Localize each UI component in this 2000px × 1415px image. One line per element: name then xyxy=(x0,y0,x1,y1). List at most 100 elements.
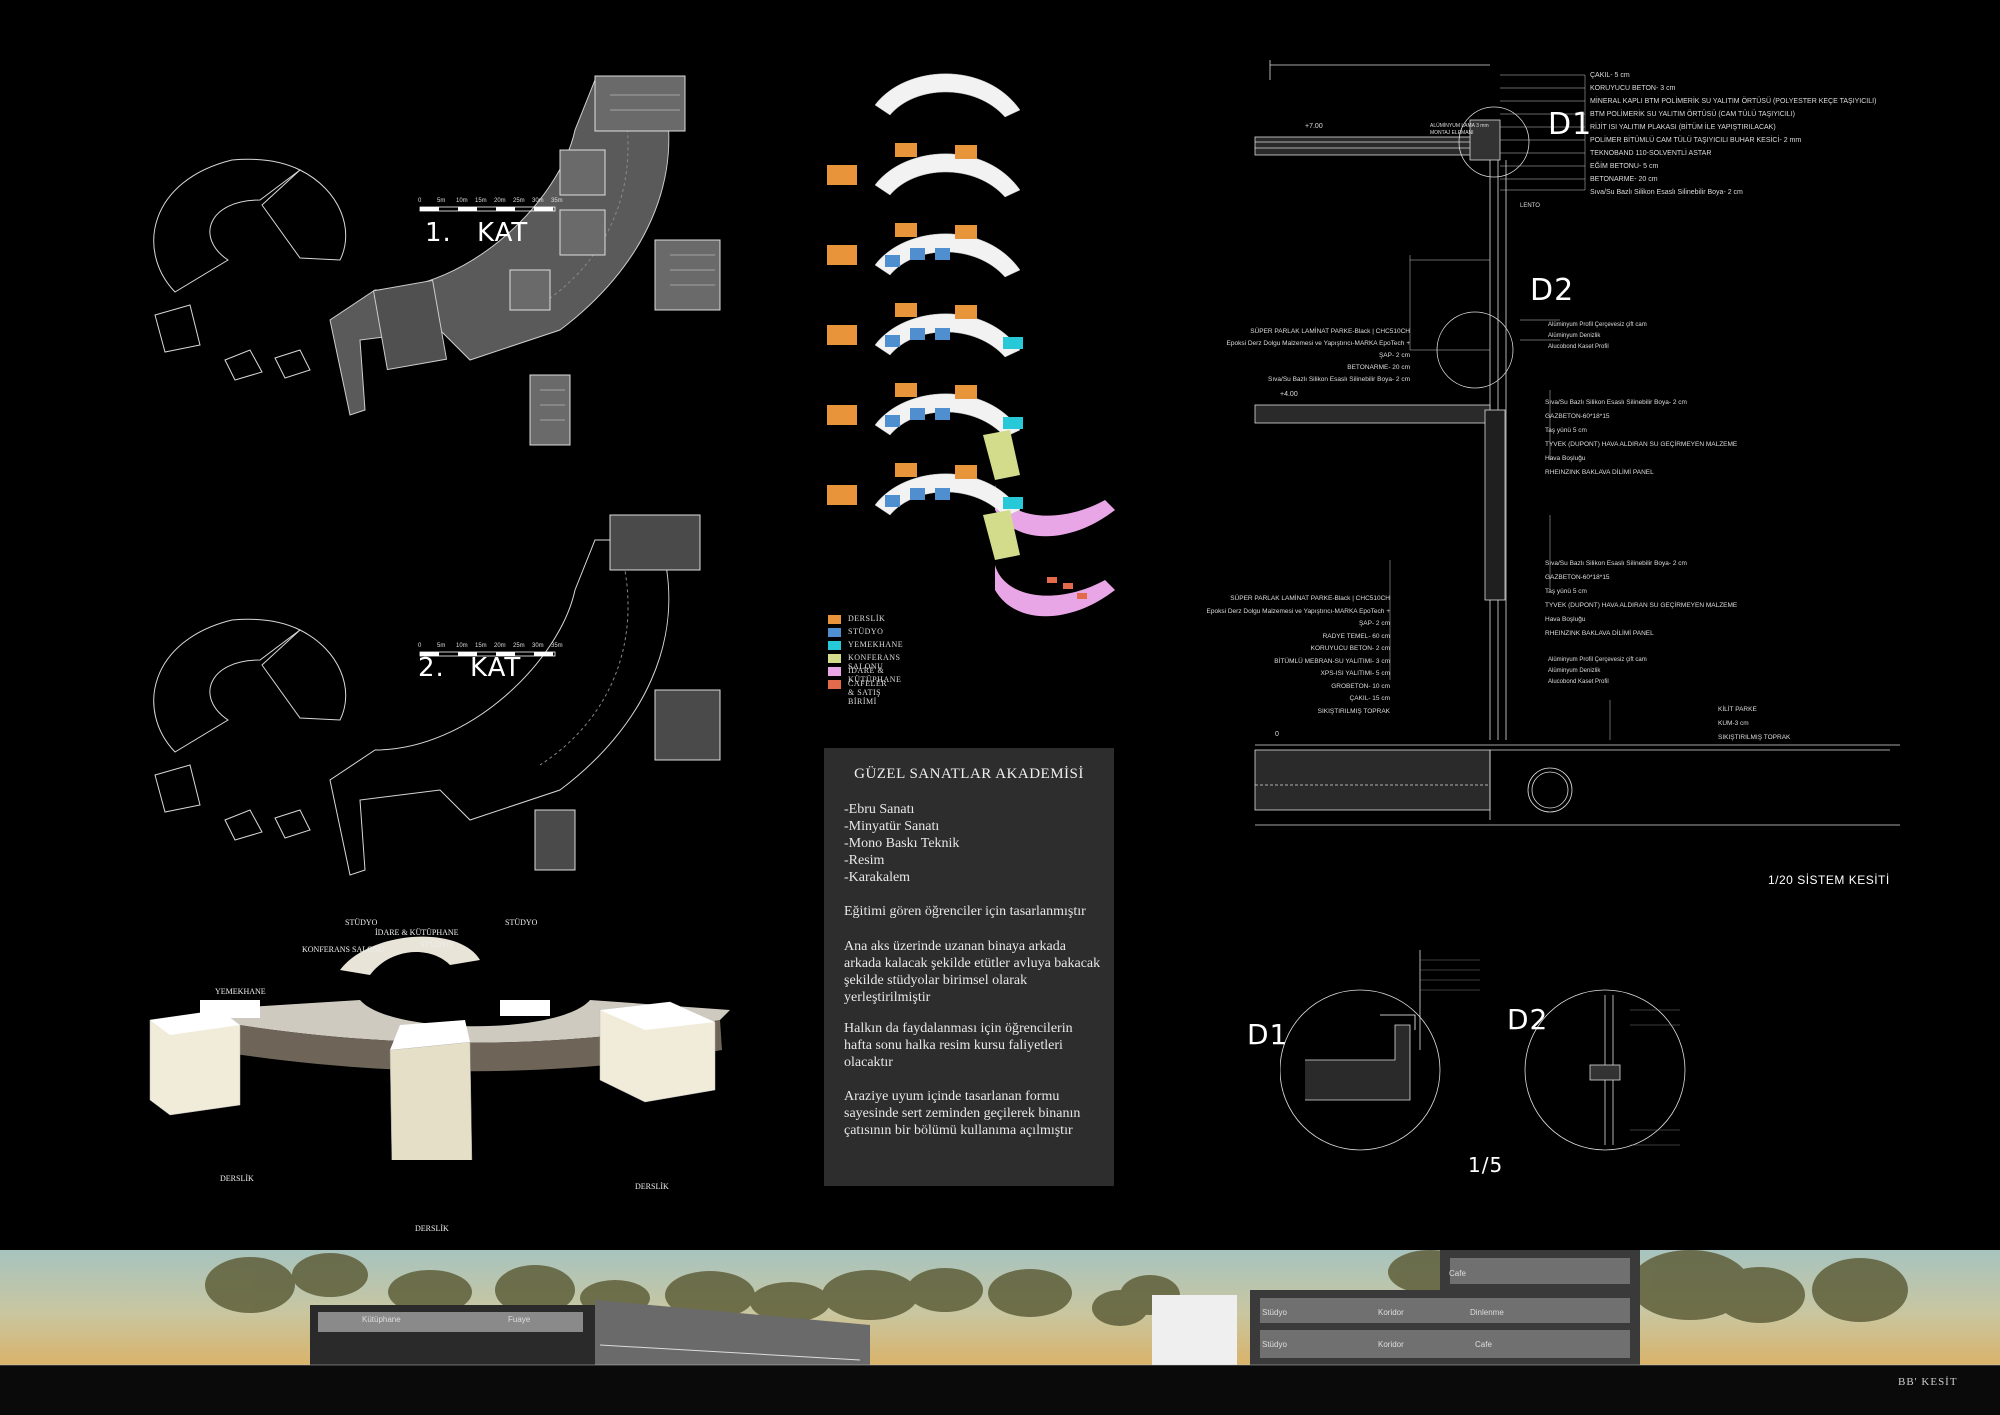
massing-step-5 xyxy=(827,383,1115,537)
layer: Epoksi Derz Dolgu Malzemesi ve Yapıştırı… xyxy=(1206,607,1390,615)
tick-4: 20m xyxy=(494,198,506,204)
zoom-scale-label: 1/5 xyxy=(1468,1153,1504,1177)
floor1-label-num: 1. xyxy=(425,218,452,248)
tick-3: 15m xyxy=(475,643,487,649)
bb-section-caption: BB' KESİT xyxy=(1898,1376,1958,1388)
layer: KORUYUCU BETON- 3 cm xyxy=(1590,85,1676,92)
legend: DERSLİK STÜDYO YEMEKHANE KONFERANS SALON… xyxy=(828,614,1028,706)
legend-label: KONFERANS SALONU xyxy=(848,653,901,671)
tick-6: 30m xyxy=(532,198,544,204)
description-title: GÜZEL SANATLAR AKADEMİSİ xyxy=(854,766,1084,782)
layer: SÜPER PARLAK LAMİNAT PARKE-Black | CHC51… xyxy=(1250,328,1410,335)
label-derslik-right: DERSLİK xyxy=(635,1182,669,1191)
model-3d xyxy=(149,936,730,1160)
massing-diagrams xyxy=(827,73,1115,617)
layer: SIKIŞTIRILMIŞ TOPRAK xyxy=(1718,734,1791,741)
tick-7: 35m xyxy=(551,643,563,649)
label-konferans: KONFERANS SALONU xyxy=(302,945,385,954)
layer: KUM-3 cm xyxy=(1718,720,1749,727)
massing-step-1 xyxy=(874,73,1021,118)
massing-step-2 xyxy=(827,143,1021,198)
layer: EĞİM BETONU- 5 cm xyxy=(1590,163,1659,170)
layer: Alüminyum Profil Çerçevesiz çift cam xyxy=(1548,657,1647,663)
description-panel: GÜZEL SANATLAR AKADEMİSİ -Ebru Sanatı -M… xyxy=(824,748,1114,1186)
label-yemekhane: YEMEKHANE xyxy=(215,987,266,996)
layer: GAZBETON-60*18*15 xyxy=(1545,574,1610,581)
layer: Sıva/Su Bazlı Silikon Esaslı Silinebilir… xyxy=(1545,399,1687,406)
top-layer-list: ÇAKIL- 5 cm KORUYUCU BETON- 3 cm MİNERAL… xyxy=(1590,69,1876,199)
room-dinlenme: Dinlenme xyxy=(1470,1308,1504,1317)
layer: Alüminyum Profil Çerçevesiz çift cam xyxy=(1548,322,1647,328)
legend-swatch xyxy=(828,641,841,650)
layer: RHEINZINK BAKLAVA DİLİMİ PANEL xyxy=(1545,469,1654,476)
d1-label: D1 xyxy=(1548,107,1593,142)
floor-plans xyxy=(153,75,721,876)
legend-label: STÜDYO xyxy=(848,627,884,636)
layer: SÜPER PARLAK LAMİNAT PARKE-Black | CHC51… xyxy=(1230,595,1390,602)
room-fuaye: Fuaye xyxy=(508,1315,531,1324)
layer: TYVEK (DUPONT) HAVA ALDIRAN SU GEÇİRMEYE… xyxy=(1545,602,1738,609)
room-kutuphane: Kütüphane xyxy=(362,1315,401,1324)
tick-5: 25m xyxy=(513,198,525,204)
massing-step-4 xyxy=(827,303,1023,358)
layer: ŞAP- 2 cm xyxy=(1378,352,1410,359)
layer: RHEINZINK BAKLAVA DİLİMİ PANEL xyxy=(1545,630,1654,637)
layer: TYVEK (DUPONT) HAVA ALDIRAN SU GEÇİRMEYE… xyxy=(1545,441,1738,448)
section-title: 1/20 SİSTEM KESİTİ xyxy=(1768,873,1890,887)
layer: KİLİT PARKE xyxy=(1718,706,1757,713)
description-paragraph: Ana aks üzerinde uzanan binaya arkada ar… xyxy=(844,939,1101,1005)
program-item: -Ebru Sanatı xyxy=(844,802,915,817)
layer: ÇAKIL- 5 cm xyxy=(1590,72,1630,79)
layer: Taş yünü 5 cm xyxy=(1545,588,1587,595)
label-derslik-left: DERSLİK xyxy=(220,1174,254,1183)
scale-ticks-2: 0 5m 10m 15m 20m 25m 30m 35m xyxy=(418,643,568,649)
label-studyo-3: STÜDYO xyxy=(505,918,538,927)
layer: GAZBETON-60*18*15 xyxy=(1545,413,1610,420)
floor2-outline xyxy=(153,539,670,876)
tick-6: 30m xyxy=(532,643,544,649)
scale-bar-1 xyxy=(419,206,556,212)
legend-swatch xyxy=(828,680,841,689)
tick-4: 20m xyxy=(494,643,506,649)
massing-step-3 xyxy=(827,223,1021,278)
program-item: -Minyatür Sanatı xyxy=(844,819,940,834)
layer: POLİMER BİTÜMLÜ CAM TÜLÜ TAŞIYICILI BUHA… xyxy=(1590,137,1802,144)
layer: KORUYUCU BETON- 2 cm xyxy=(1310,645,1390,652)
layer: TEKNOBAND 110-SOLVENTLİ ASTAR xyxy=(1590,150,1712,157)
parapet-note-2: MONTAJ ELEMANI xyxy=(1430,130,1474,136)
left-building xyxy=(310,1300,870,1365)
room-cafe-low: Cafe xyxy=(1475,1340,1492,1349)
room-studyo-mid: Stüdyo xyxy=(1262,1308,1287,1317)
tick-2: 10m xyxy=(456,643,468,649)
layer: Alüminyum Denizlik xyxy=(1548,668,1601,674)
right-building xyxy=(1152,1250,1640,1365)
tick-1: 5m xyxy=(437,643,446,649)
scale-ticks-1: 0 5m 10m 15m 20m 25m 30m 35m xyxy=(418,198,568,204)
program-item: -Resim xyxy=(844,853,885,868)
layer: Epoksi Derz Dolgu Malzemesi ve Yapıştırı… xyxy=(1226,340,1410,347)
floor1-label-word: KAT xyxy=(477,218,529,248)
layer: BETONARME- 20 cm xyxy=(1347,364,1410,371)
layer: BİTÜMLÜ MEBRAN-SU YALITIMI- 3 cm xyxy=(1274,657,1390,665)
tick-5: 25m xyxy=(513,643,525,649)
model-blocks xyxy=(149,1000,716,1160)
program-item: -Mono Baskı Teknik xyxy=(844,836,960,851)
layer: Alucobond Kaset Profil xyxy=(1548,344,1609,350)
layer: MİNERAL KAPLI BTM POLİMERİK SU YALITIM Ö… xyxy=(1590,98,1877,105)
low-right2-list: Alüminyum Profil Çerçevesiz çift cam Alü… xyxy=(1548,655,1647,688)
tick-3: 15m xyxy=(475,198,487,204)
room-koridor-mid: Koridor xyxy=(1378,1308,1404,1317)
level-0: 0 xyxy=(1275,731,1279,738)
layer: Sıva/Su Bazlı Silikon Esaslı Silinebilir… xyxy=(1590,189,1743,196)
layer: Hava Boşluğu xyxy=(1545,455,1586,462)
room-studyo-low: Stüdyo xyxy=(1262,1340,1287,1349)
floor1-outline-left xyxy=(153,158,347,381)
legend-swatch xyxy=(828,628,841,637)
layer: GROBETON- 10 cm xyxy=(1331,682,1390,690)
layer: RADYE TEMEL- 60 cm xyxy=(1322,632,1390,640)
layer: Taş yünü 5 cm xyxy=(1545,427,1587,434)
layer: Sıva/Su Bazlı Silikon Esaslı Silinebilir… xyxy=(1268,376,1410,383)
label-studyo-1: STÜDYO xyxy=(345,918,378,927)
floor2-label-num: 2. xyxy=(418,653,445,683)
legend-swatch xyxy=(828,654,841,663)
